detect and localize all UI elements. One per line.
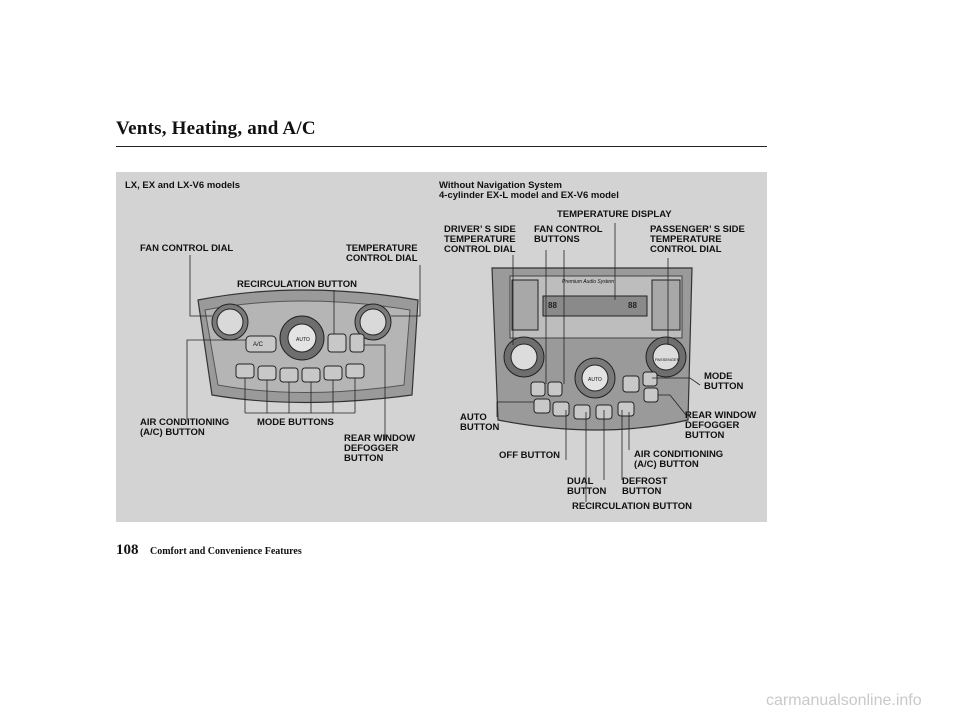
page-number: 108 — [116, 542, 139, 558]
label-temperature-display: TEMPERATURE DISPLAY — [557, 209, 672, 220]
label-mode-button: MODE BUTTON — [704, 371, 744, 392]
label-passenger-side-dial: PASSENGER’ S SIDE TEMPERATURE CONTROL DI… — [650, 224, 745, 255]
right-heading: Without Navigation System 4-cylinder EX-… — [439, 180, 619, 201]
label-driver-side-dial: DRIVER’ S SIDE TEMPERATURE CONTROL DIAL — [444, 224, 516, 255]
right-leader-lines — [496, 223, 701, 502]
watermark: carmanualsonline.info — [766, 692, 922, 709]
label-rear-window-defogger-left: REAR WINDOW DEFOGGER BUTTON — [344, 433, 416, 464]
left-climate-panel — [197, 289, 419, 404]
label-rear-window-defogger-right: REAR WINDOW DEFOGGER BUTTON — [685, 410, 757, 441]
label-mode-buttons: MODE BUTTONS — [257, 417, 334, 428]
label-fan-control-buttons: FAN CONTROL BUTTONS — [534, 224, 603, 245]
left-leader-lines — [186, 255, 421, 440]
label-air-conditioning-left: AIR CONDITIONING (A/C) BUTTON — [140, 417, 230, 438]
right-audio-climate-panel — [491, 267, 693, 431]
label-fan-control-dial: FAN CONTROL DIAL — [140, 243, 234, 254]
section-name: Comfort and Convenience Features — [150, 546, 302, 557]
left-ac-text: A/C — [253, 342, 264, 348]
temp-display-right: 88 — [628, 301, 637, 310]
label-recirculation-button-right: RECIRCULATION BUTTON — [572, 501, 692, 512]
label-auto-button: AUTO BUTTON — [460, 412, 500, 433]
audio-system-text: Premium Audio System — [562, 279, 615, 285]
right-auto-dial-text: AUTO — [588, 377, 602, 383]
label-dual-button: DUAL BUTTON — [567, 476, 607, 497]
passenger-dial-text: PASSENGER — [655, 357, 680, 362]
label-air-conditioning-right: AIR CONDITIONING (A/C) BUTTON — [634, 449, 724, 470]
label-recirculation-button-left: RECIRCULATION BUTTON — [237, 279, 357, 290]
temp-display-left: 88 — [548, 301, 557, 310]
left-heading: LX, EX and LX-V6 models — [125, 180, 241, 191]
title-rule — [116, 146, 767, 147]
left-auto-text: AUTO — [296, 337, 310, 343]
label-defrost-button: DEFROST BUTTON — [622, 476, 668, 497]
label-off-button: OFF BUTTON — [499, 450, 561, 461]
label-temperature-control-dial: TEMPERATURE CONTROL DIAL — [346, 243, 418, 264]
page-title: Vents, Heating, and A/C — [116, 118, 316, 139]
